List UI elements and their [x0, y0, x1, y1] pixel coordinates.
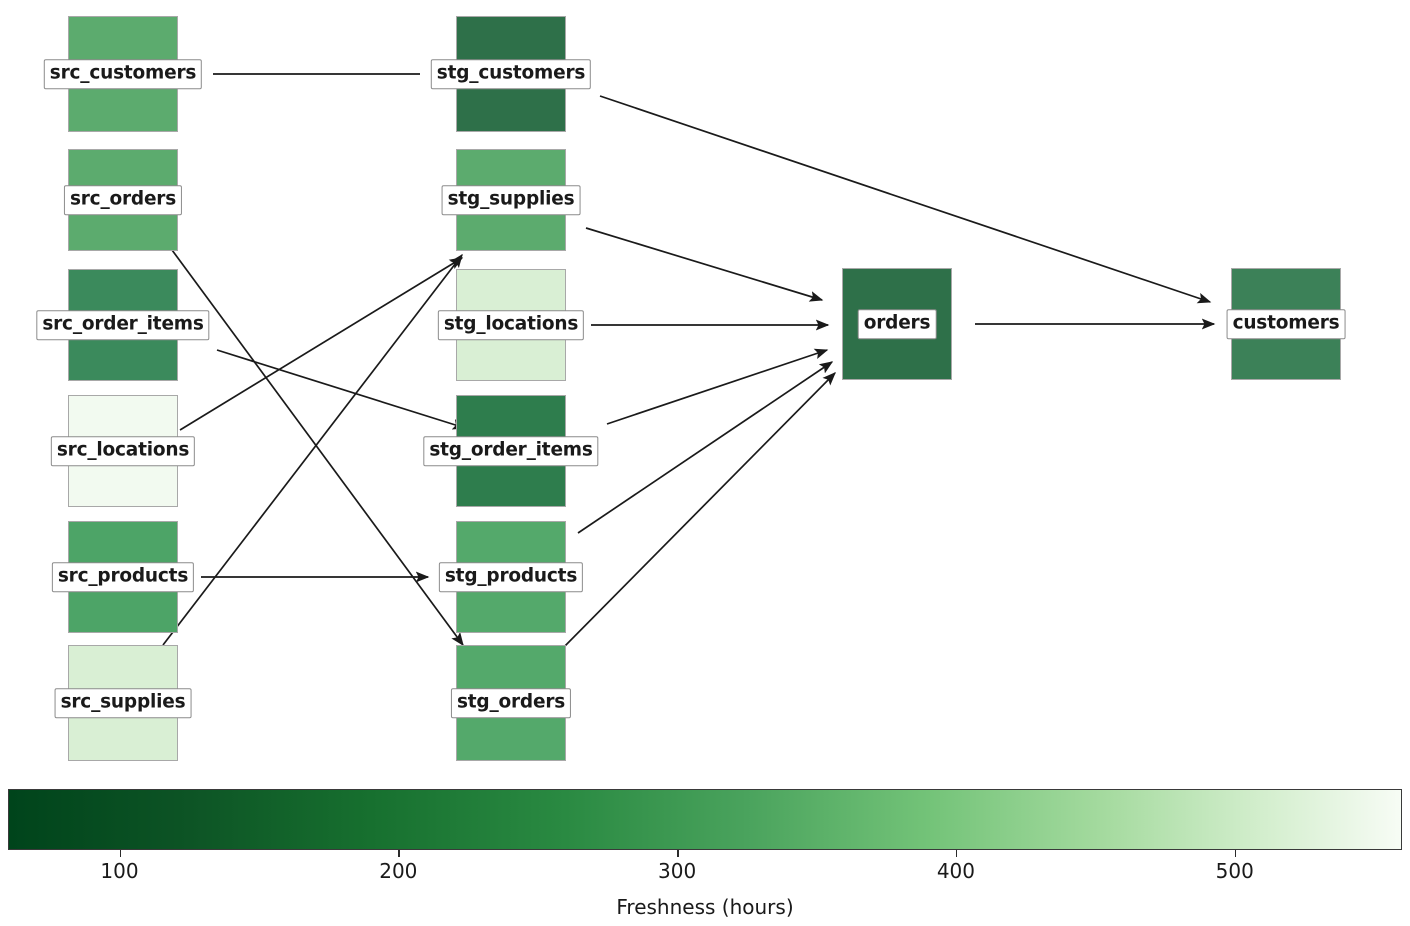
colorbar-tick-label-200: 200 [379, 859, 418, 883]
node-label-src_locations[interactable]: src_locations [50, 436, 196, 466]
colorbar-axis-label: Freshness (hours) [616, 895, 794, 919]
colorbar-tick-label-500: 500 [1215, 859, 1254, 883]
colorbar-tick-300 [677, 850, 679, 857]
colorbar[interactable]: 100 200 300 400 500 [8, 789, 1402, 883]
node-label-stg_locations[interactable]: stg_locations [437, 310, 585, 340]
colorbar-tick-label-400: 400 [936, 859, 975, 883]
colorbar-tick-100 [119, 850, 121, 857]
node-label-src_customers[interactable]: src_customers [43, 59, 203, 89]
node-label-stg_customers[interactable]: stg_customers [430, 59, 592, 89]
node-label-orders[interactable]: orders [857, 309, 937, 339]
colorbar-gradient [8, 789, 1402, 850]
colorbar-tick-200 [398, 850, 400, 857]
colorbar-tick-400 [955, 850, 958, 857]
edge-stg_orders-to-orders [559, 372, 836, 652]
node-label-stg_products[interactable]: stg_products [438, 562, 584, 592]
edge-src_order_items-to-stg_order_items [216, 349, 467, 430]
node-label-customers[interactable]: customers [1226, 309, 1346, 339]
colorbar-tick-axis: 100 200 300 400 500 [8, 850, 1402, 890]
colorbar-tick-label-100: 100 [100, 859, 139, 883]
node-label-stg_order_items[interactable]: stg_order_items [423, 436, 599, 466]
node-label-stg_orders[interactable]: stg_orders [450, 688, 572, 718]
colorbar-tick-label-300: 300 [658, 859, 697, 883]
node-label-stg_supplies[interactable]: stg_supplies [441, 185, 581, 215]
edge-stg_products-to-orders [577, 361, 834, 534]
node-label-src_supplies[interactable]: src_supplies [54, 688, 192, 718]
colorbar-tick-500 [1234, 850, 1237, 857]
edge-src_locations-to-stg_locations [179, 257, 464, 431]
edge-stg_order_items-to-orders [606, 348, 829, 425]
edge-stg_supplies-to-orders [585, 227, 824, 302]
edge-src_orders-to-stg_orders [171, 249, 464, 647]
node-label-src_order_items[interactable]: src_order_items [36, 310, 210, 340]
node-label-src_products[interactable]: src_products [51, 562, 195, 592]
node-label-src_orders[interactable]: src_orders [63, 185, 183, 215]
